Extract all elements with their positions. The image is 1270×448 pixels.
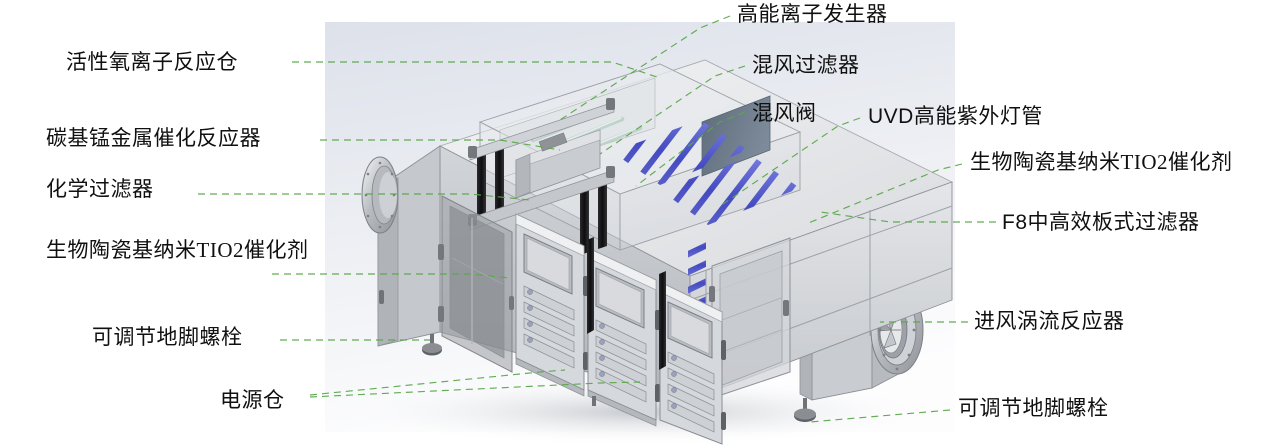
- ion-filter-cartridges: [468, 98, 615, 255]
- label-high-energy-ion-generator: 高能离子发生器: [737, 2, 888, 26]
- left-outlet-section: [361, 145, 441, 347]
- shelf-modules-1: [523, 285, 575, 369]
- label-adjustable-anchor-bolt-left: 可调节地脚螺栓: [92, 325, 243, 349]
- leader-power-supply-2: [309, 381, 641, 398]
- leader-bio-ceramic-left: [272, 273, 511, 279]
- front-black-filters: [587, 237, 666, 370]
- label-bio-ceramic-nano-tio2-catalyst-right: 生物陶瓷基纳米TIO2催化剂: [970, 150, 1233, 174]
- outlet-flange: [361, 156, 399, 234]
- label-adjustable-anchor-bolt-right: 可调节地脚螺栓: [958, 396, 1109, 420]
- leader-active-oxygen-ion-reaction-chamber: [292, 61, 661, 79]
- label-carbon-manganese-metal-catalytic-reactor: 碳基锰金属催化反应器: [46, 126, 261, 150]
- label-chemical-filter: 化学过滤器: [46, 177, 154, 201]
- cabinet-door-3: [659, 281, 726, 445]
- label-mixed-air-valve: 混风阀: [752, 101, 817, 125]
- cabinet-glass-door-left: [422, 195, 514, 373]
- cabinet-door-2: [587, 247, 660, 427]
- shelf-modules-2: [595, 319, 647, 403]
- shelf-modules-3: [667, 351, 715, 433]
- label-bio-ceramic-nano-tio2-catalyst-left: 生物陶瓷基纳米TIO2催化剂: [46, 238, 309, 262]
- label-mixed-air-filter: 混风过滤器: [752, 53, 860, 77]
- leader-mixed-air-valve: [635, 111, 746, 187]
- power-supply-cabinet-doors: [515, 213, 726, 445]
- cabinet-door-1: [515, 213, 588, 397]
- leader-mixed-air-filter: [599, 65, 746, 155]
- leader-bio-ceramic-right: [805, 163, 963, 225]
- adjustable-foot-left: [422, 334, 442, 356]
- mixed-air-valve-box: [515, 129, 601, 199]
- leader-chemical-filter: [198, 193, 531, 201]
- leader-carbon-manganese-metal-catalytic-reactor: [320, 139, 561, 151]
- adjustable-foot-middle: [592, 396, 596, 406]
- label-active-oxygen-ion-reaction-chamber: 活性氧离子反应仓: [66, 50, 238, 74]
- leader-lines: [198, 15, 996, 423]
- leader-power-supply-1: [309, 369, 566, 396]
- mixed-air-filter-panel: [701, 95, 771, 177]
- adjustable-foot-right: [794, 398, 816, 422]
- label-power-supply-compartment: 电源仓: [220, 388, 285, 412]
- label-uvd-high-energy-uv-lamp-tube: UVD高能紫外灯管: [868, 105, 1043, 128]
- label-f8-medium-high-efficiency-panel-filter: F8中高效板式过滤器: [1002, 211, 1200, 234]
- label-inlet-vortex-reactor: 进风涡流反应器: [974, 309, 1125, 333]
- cabinet-glass-door-main: [709, 237, 791, 399]
